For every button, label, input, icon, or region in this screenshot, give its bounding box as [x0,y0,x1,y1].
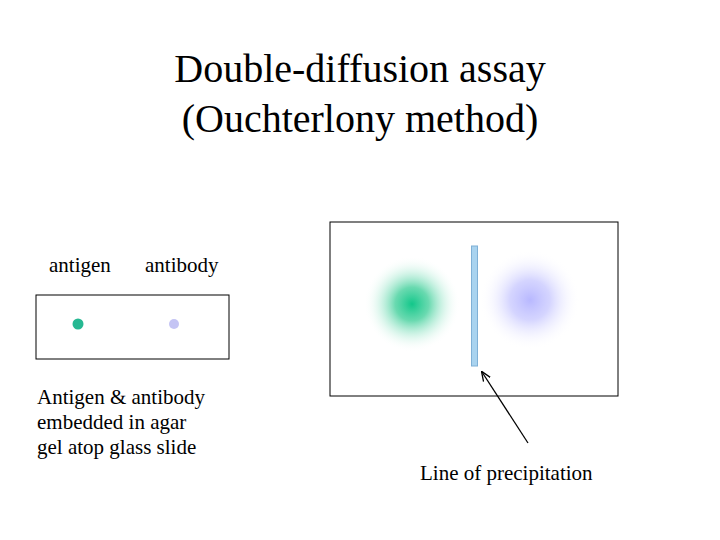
antigen-well [73,319,84,330]
callout-label: Line of precipitation [420,461,593,486]
precipitation-line [472,246,478,366]
slide-caption: Antigen & antibody embedded in agar gel … [37,385,215,460]
antigen-diffusion [364,256,460,352]
leader-line [482,372,528,443]
gel-box [330,222,618,396]
antibody-well [169,319,179,329]
antibody-label: antibody [145,253,219,278]
slide-box [36,295,229,359]
antibody-diffusion [480,250,580,350]
slide-title: Double-diffusion assay (Ouchterlony meth… [120,44,600,144]
antigen-label: antigen [49,253,111,278]
